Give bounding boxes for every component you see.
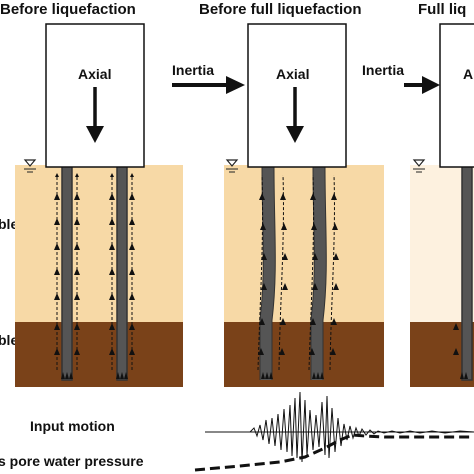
pore-pressure-trace (194, 433, 474, 472)
axial-load-label: A (463, 66, 473, 82)
panel-title-before-liquefaction: Before liquefaction (0, 1, 136, 18)
inertia-arrow-icon (172, 76, 245, 94)
pile-left (61, 164, 73, 381)
axial-load-arrow-icon (86, 87, 104, 143)
panel-full-liquefaction: A (410, 23, 474, 387)
inertia-label-1: Inertia (172, 62, 214, 78)
tip-resistance-arrows (261, 372, 324, 379)
side-label-upper-layer: ble (0, 216, 18, 232)
pile-cap (247, 23, 347, 168)
axial-load-label: Axial (78, 66, 111, 82)
input-motion-trace (249, 391, 474, 463)
water-table-icon (225, 159, 239, 173)
axial-load-arrow-icon (286, 87, 304, 143)
panel-title-before-full-liquefaction: Before full liquefaction (199, 1, 362, 18)
upper-soil-layer (224, 165, 384, 322)
pile-right (311, 164, 326, 380)
input-motion-label: Input motion (30, 418, 115, 434)
inertia-label-2: Inertia (362, 62, 404, 78)
friction-arrowheads (453, 323, 468, 379)
pile-left (260, 164, 275, 380)
pile-left (461, 164, 473, 381)
inertia-arrow-icon (404, 76, 440, 94)
water-table-icon (23, 159, 37, 173)
water-table-icon (412, 159, 426, 173)
panel-before-liquefaction: Axial (15, 23, 183, 387)
friction-arrowheads (258, 193, 339, 355)
friction-arrowheads (54, 193, 135, 355)
pile-right (116, 164, 128, 381)
tip-resistance-arrows (61, 372, 128, 379)
pore-pressure-label: s pore water pressure (0, 453, 144, 469)
upper-soil-layer (15, 165, 183, 322)
pile-cap (439, 23, 474, 168)
lower-soil-layer (224, 322, 384, 387)
axial-load-label: Axial (276, 66, 309, 82)
lower-soil-layer (15, 322, 183, 387)
side-label-lower-layer: ble (0, 332, 18, 348)
panel-title-full-liquefaction: Full liq (418, 1, 466, 18)
panel-before-full-liquefaction: Axial (224, 23, 384, 387)
